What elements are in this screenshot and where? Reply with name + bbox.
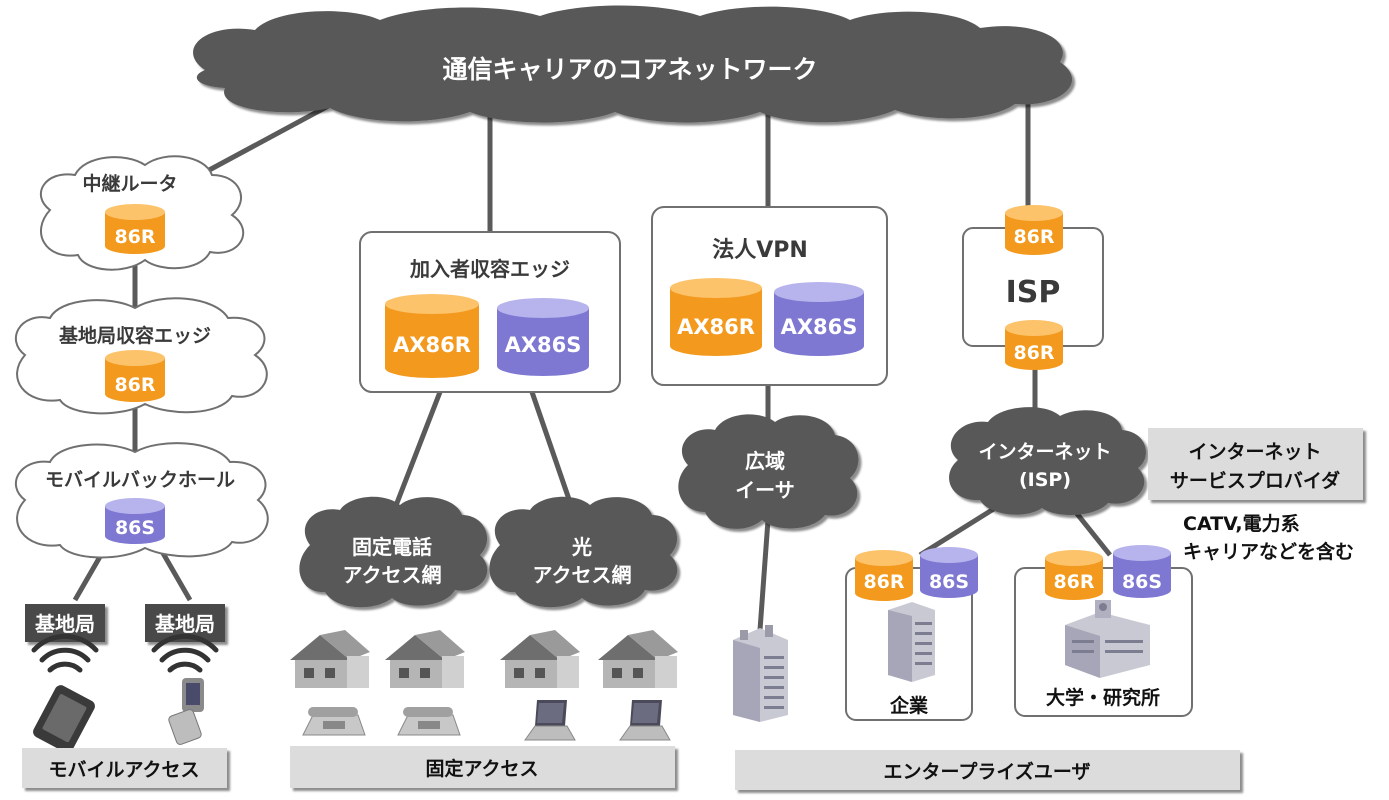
isp-label: ISP (1006, 275, 1061, 310)
university-86r-label: 86R (1053, 571, 1094, 593)
line-core-relay (198, 102, 332, 178)
base-edge-86r-device: 86R (105, 350, 165, 402)
university-86s-label: 86S (1122, 571, 1162, 593)
wide-ether-line2: イーサ (735, 478, 795, 502)
subscriber-ax86r-label: AX86R (393, 333, 471, 357)
university-86s-device: 86S (1113, 545, 1171, 598)
company-label: 企業 (889, 694, 929, 717)
wide-area-ether-cloud: 広域 イーサ (678, 414, 859, 529)
wide-ether-line1: 広域 (745, 449, 785, 473)
core-title: 通信キャリアのコアネットワーク (442, 55, 817, 84)
telephone-icon (302, 707, 366, 736)
university-86r-device: 86R (1045, 550, 1103, 600)
provider-line1: インターネット (1188, 441, 1321, 463)
office-building-icon (733, 625, 788, 722)
internet-service-provider-box: インターネット サービスプロバイダ (1148, 428, 1363, 500)
university-box: 大学・研究所 86R 86S (1014, 545, 1193, 717)
provider-note: CATV,電力系 キャリアなどを含む (1183, 512, 1354, 563)
internet-cloud: インターネット (ISP) (949, 407, 1146, 515)
provider-note-line1: CATV,電力系 (1183, 512, 1300, 535)
mobile-backhaul-label: モバイルバックホール (45, 469, 235, 491)
laptop-icon (524, 700, 576, 741)
wireless-signal-icon (151, 633, 219, 673)
subscriber-edge-label: 加入者収容エッジ (409, 257, 570, 281)
phone-access-network-cloud: 固定電話 アクセス網 (299, 496, 488, 608)
isp-top-86r-device: 86R (1005, 205, 1063, 255)
corporate-vpn-box: 法人VPN AX86R AX86S (651, 206, 888, 386)
company-86s-device: 86S (920, 547, 978, 598)
vpn-ax86s-label: AX86S (781, 315, 858, 339)
relay-86r-label: 86R (114, 226, 155, 248)
laptop-icon (619, 700, 671, 741)
vpn-ax86r-device: AX86R (670, 278, 762, 356)
line-internet-company (918, 502, 1002, 558)
core-network-cloud: 通信キャリアのコアネットワーク (193, 5, 1073, 123)
company-building-icon (888, 602, 935, 682)
base-edge-86r-label: 86R (114, 374, 155, 396)
backhaul-86s-device: 86S (105, 498, 165, 544)
company-box: 企業 86R 86S (845, 547, 978, 721)
relay-router-label: 中継ルータ (82, 172, 177, 195)
subscriber-ax86s-label: AX86S (505, 333, 582, 357)
wireless-signal-icon (31, 633, 99, 673)
isp-box: ISP 86R 86R (962, 205, 1104, 370)
backhaul-86s-label: 86S (115, 517, 155, 539)
house-icon (500, 630, 580, 688)
isp-bottom-86r-device: 86R (1005, 320, 1063, 370)
connection-lines (72, 80, 1112, 631)
footer-fixed-access-label: 固定アクセス (425, 757, 538, 780)
company-86r-device: 86R (855, 550, 913, 601)
corporate-vpn-label: 法人VPN (712, 238, 808, 263)
footer-enterprise-users-label: エンタープライズユーザ (884, 760, 1091, 783)
vpn-ax86r-label: AX86R (677, 315, 755, 339)
flip-phone-icon (168, 678, 204, 745)
line-ether-building (757, 519, 771, 631)
telephone-icon (397, 707, 461, 736)
phone-network-line2: アクセス網 (343, 563, 442, 587)
footer-fixed-access: 固定アクセス (290, 746, 675, 788)
relay-86r-device: 86R (105, 204, 165, 254)
house-icon (385, 630, 465, 688)
university-building-icon (1065, 600, 1150, 678)
internet-line2: (ISP) (1019, 469, 1071, 491)
base-station-edge-cloud: 基地局収容エッジ 86R (14, 297, 268, 415)
base-station-edge-label: 基地局収容エッジ (58, 324, 211, 347)
vpn-ax86s-device: AX86S (774, 282, 864, 356)
internet-line1: インターネット (978, 441, 1111, 463)
subscriber-ax86r-device: AX86R (385, 294, 479, 378)
subscriber-edge-box: 加入者収容エッジ AX86R AX86S (359, 231, 621, 393)
footer-mobile-access-label: モバイルアクセス (48, 759, 199, 781)
base-station-1-label: 基地局 (35, 612, 95, 636)
line-backhaul-station2 (157, 546, 193, 602)
footer-enterprise-users: エンタープライズユーザ (735, 750, 1240, 790)
footer-mobile-access: モバイルアクセス (22, 748, 227, 788)
subscriber-ax86s-device: AX86S (497, 298, 589, 376)
company-86s-label: 86S (929, 571, 969, 593)
optical-access-network-cloud: 光 アクセス網 (489, 496, 678, 608)
university-label: 大学・研究所 (1046, 686, 1160, 709)
optical-network-line1: 光 (571, 535, 592, 559)
provider-note-line2: キャリアなどを含む (1183, 540, 1354, 563)
line-edge-phone (392, 391, 443, 509)
house-icon (290, 630, 370, 688)
smartphone-icon (33, 685, 95, 753)
relay-router-cloud: 中継ルータ 86R (39, 155, 245, 271)
phone-network-line1: 固定電話 (352, 535, 432, 559)
house-icon (598, 630, 678, 688)
optical-network-line2: アクセス網 (533, 563, 632, 587)
mobile-backhaul-cloud: モバイルバックホール 86S (14, 442, 269, 559)
base-station-2-label: 基地局 (155, 612, 215, 636)
isp-bottom-86r-label: 86R (1013, 342, 1054, 364)
provider-line2: サービスプロバイダ (1170, 469, 1340, 492)
company-86r-label: 86R (863, 571, 904, 593)
line-edge-optical (529, 391, 575, 509)
isp-top-86r-label: 86R (1013, 226, 1054, 248)
